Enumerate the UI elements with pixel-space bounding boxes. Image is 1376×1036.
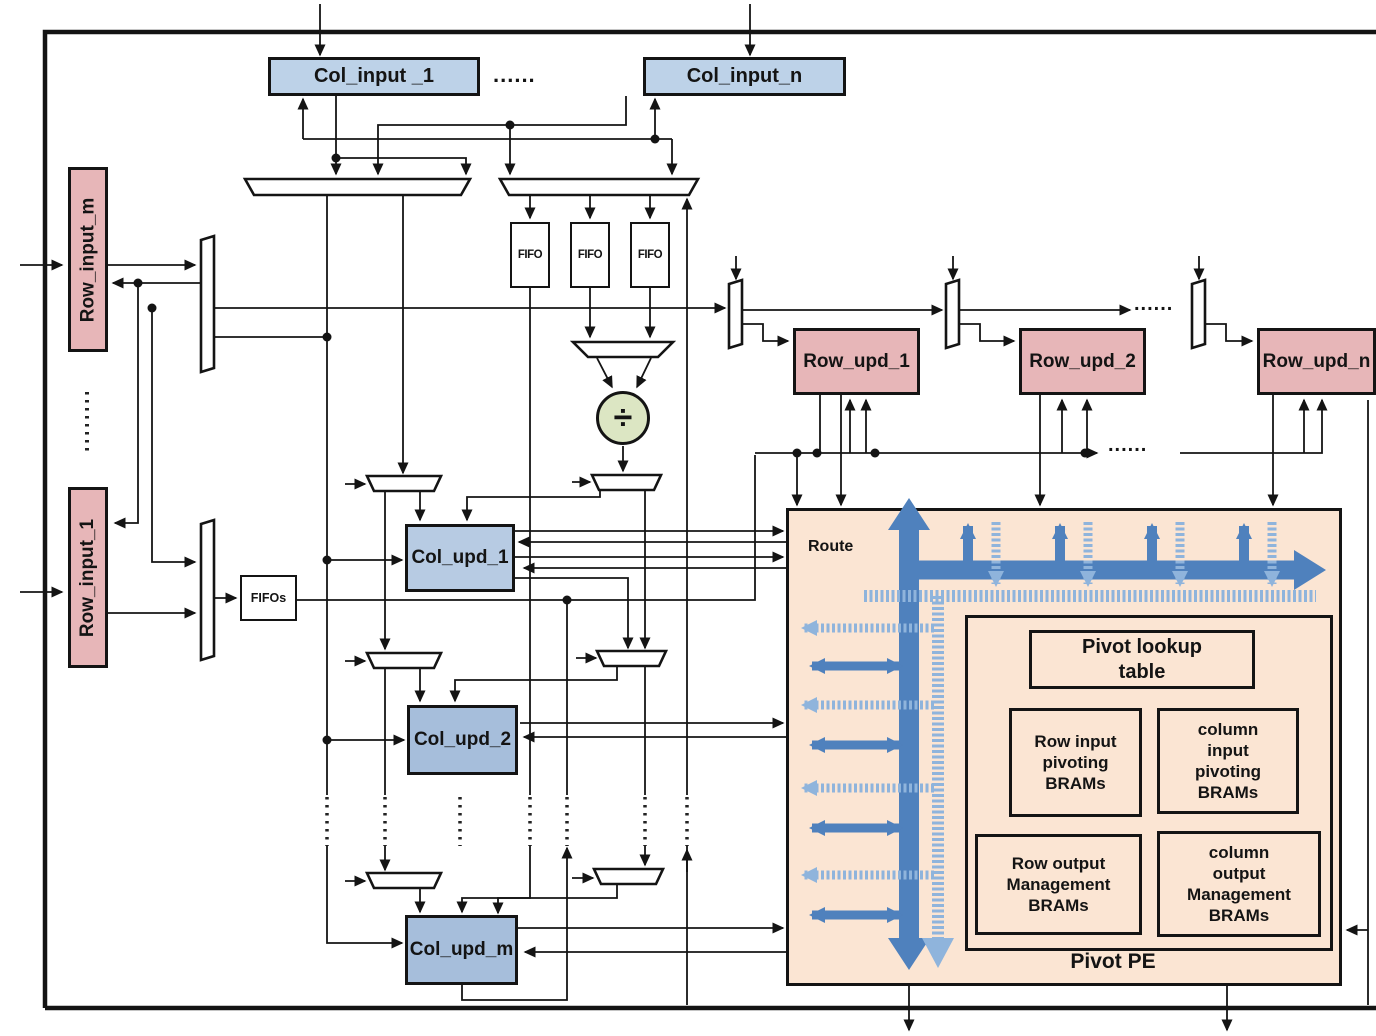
pivot-pe-title: Pivot PE xyxy=(1070,950,1156,973)
col-input-brams-label: column input pivoting BRAMs xyxy=(1194,719,1262,803)
row-input-brams-label: Row input pivoting BRAMs xyxy=(1034,731,1117,794)
col-input-n-label: Col_input_n xyxy=(686,65,803,87)
row-input-brams-box: Row input pivoting BRAMs xyxy=(1009,708,1142,817)
col-input-1-label: Col_input _1 xyxy=(313,65,434,87)
row-upd-n-box: Row_upd_n xyxy=(1257,328,1376,395)
fifos-box: FIFOs xyxy=(240,575,297,621)
mux-top-left xyxy=(242,177,473,197)
mux-row1-right xyxy=(589,473,664,492)
fifo-3-box: FIFO xyxy=(630,222,670,288)
row-upd-n-label: Row_upd_n xyxy=(1262,350,1371,372)
mux-rowupd-1 xyxy=(727,278,744,350)
divider-unit: ÷ xyxy=(596,391,650,445)
continuation-dots xyxy=(85,392,689,846)
mux-row3-left xyxy=(364,871,444,890)
fifo-1-label: FIFO xyxy=(517,249,543,261)
col-upd-1-label: Col_upd_1 xyxy=(411,547,509,568)
mux-rowupd-2 xyxy=(944,278,961,350)
col-upd-2-label: Col_upd_2 xyxy=(413,729,512,750)
pivot-lookup-table-box: Pivot lookup table xyxy=(1029,630,1255,689)
mux-row3-right xyxy=(591,867,666,886)
col-input-1-box: Col_input _1 xyxy=(268,57,480,96)
col-input-ellipsis: ...... xyxy=(493,62,536,87)
fifo-3-label: FIFO xyxy=(637,249,663,261)
col-input-n-box: Col_input_n xyxy=(643,57,846,96)
route-label: Route xyxy=(808,538,854,555)
pivot-lookup-table-label: Pivot lookup table xyxy=(1082,635,1202,683)
row-upd-1-box: Row_upd_1 xyxy=(793,328,920,395)
col-output-brams-box: column output Management BRAMs xyxy=(1157,831,1321,937)
mux-left-a xyxy=(199,234,216,374)
col-input-brams-box: column input pivoting BRAMs xyxy=(1157,708,1299,814)
fifo-2-box: FIFO xyxy=(570,222,610,288)
row-output-brams-label: Row output Management BRAMs xyxy=(1006,853,1111,916)
col-output-brams-label: column output Management BRAMs xyxy=(1187,842,1291,926)
mux-top-right xyxy=(497,177,701,197)
row-input-1-label: Row_input_1 xyxy=(77,518,99,637)
mux-rowupd-n xyxy=(1190,278,1207,350)
col-upd-2-box: Col_upd_2 xyxy=(407,705,518,775)
col-upd-m-box: Col_upd_m xyxy=(405,915,518,985)
divider-funnel xyxy=(569,340,677,359)
col-upd-1-box: Col_upd_1 xyxy=(405,524,515,592)
row-input-m-box: Row_input_m xyxy=(68,167,108,352)
divide-icon: ÷ xyxy=(613,399,633,437)
row-upd-2-box: Row_upd_2 xyxy=(1019,328,1146,395)
row-upd-2-label: Row_upd_2 xyxy=(1029,350,1136,372)
col-upd-m-label: Col_upd_m xyxy=(409,939,514,960)
row-input-m-label: Row_input_m xyxy=(77,197,98,322)
mux-row2-right xyxy=(594,649,669,668)
row-upd-ellipsis: ...... xyxy=(1134,293,1174,315)
fifo-2-label: FIFO xyxy=(577,249,603,261)
mux-left-b xyxy=(199,518,216,662)
fifo-1-box: FIFO xyxy=(510,222,550,288)
mux-row2-left xyxy=(364,651,444,670)
control-bus-ellipsis: ...... xyxy=(1108,434,1148,456)
fifos-label: FIFOs xyxy=(250,591,287,605)
row-upd-1-label: Row_upd_1 xyxy=(803,350,910,372)
row-output-brams-box: Row output Management BRAMs xyxy=(975,834,1142,935)
mux-row1-left xyxy=(364,474,444,493)
row-input-1-box: Row_input_1 xyxy=(68,487,108,668)
